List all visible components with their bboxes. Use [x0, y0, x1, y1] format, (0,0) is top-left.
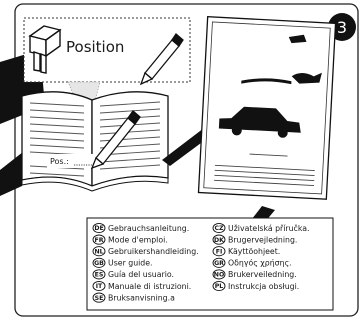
language-row: GB User guide.: [93, 258, 153, 267]
language-code: GR: [214, 260, 224, 267]
language-code: DK: [214, 237, 224, 244]
language-label: Brukerveiledning.: [228, 270, 297, 279]
language-label: Gebruikershandleiding.: [108, 247, 199, 256]
language-code: FR: [95, 237, 104, 244]
language-row: IT Manuale di istruzioni.: [93, 281, 191, 290]
language-label: Gebrauchsanleitung.: [108, 224, 189, 233]
language-code: FI: [216, 248, 223, 255]
language-code: CZ: [214, 225, 224, 232]
language-code: IT: [96, 283, 103, 290]
position-label: Position: [66, 38, 124, 56]
language-label: Instrukcja obsługi.: [228, 282, 299, 291]
step-number: 3: [337, 18, 347, 37]
language-label: Mode d'emploi.: [108, 235, 168, 244]
language-code: GB: [94, 260, 104, 267]
language-label: Brugervejledning.: [228, 235, 297, 244]
language-label: Bruksanvisning.a: [108, 293, 175, 302]
manual-book: [22, 92, 168, 191]
language-code: SE: [95, 295, 104, 302]
language-row: CZ Uživatelská příručka.: [213, 223, 309, 232]
language-row: FI Käyttöohjeet.: [213, 247, 280, 256]
language-code: ES: [95, 272, 104, 279]
language-label: User guide.: [108, 259, 153, 268]
pos-label: Pos.:: [50, 157, 69, 166]
language-row: DE Gebrauchsanleitung.: [93, 223, 189, 232]
language-label: Uživatelská příručka.: [228, 224, 309, 233]
manual-cover: [198, 17, 335, 199]
language-label: Guía del usuario.: [108, 270, 174, 279]
language-code: DE: [94, 225, 103, 232]
language-label: Οδηγός χρήσης.: [228, 259, 292, 268]
language-code: NL: [94, 248, 103, 255]
language-code: NO: [214, 272, 224, 279]
language-code: PL: [215, 283, 224, 290]
language-label: Käyttöohjeet.: [228, 247, 280, 256]
language-label: Manuale di istruzioni.: [108, 282, 191, 291]
language-row: NL Gebruikershandleiding.: [93, 247, 199, 256]
